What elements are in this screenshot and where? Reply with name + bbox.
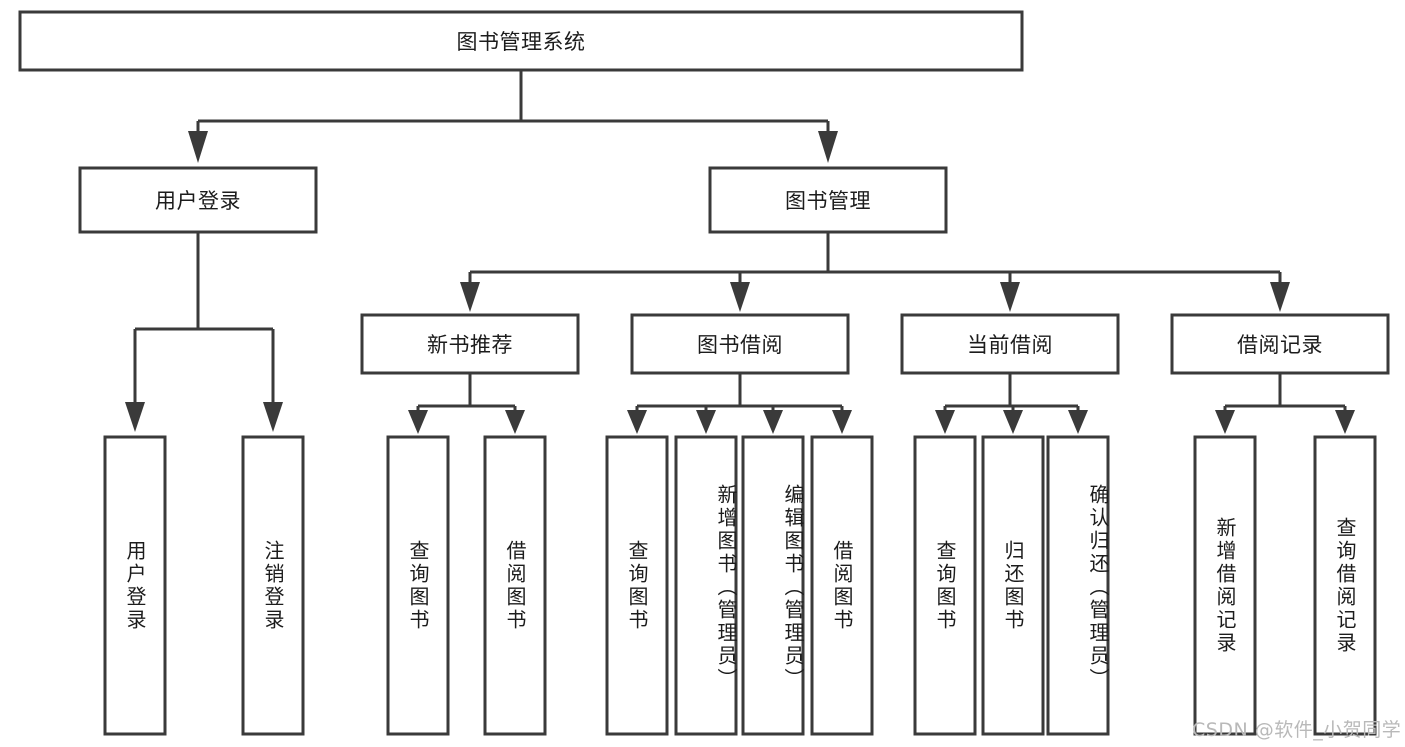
node-box-leaf-add-borrow-record[interactable] — [1193, 435, 1257, 736]
node-box-current-borrow[interactable] — [900, 313, 1120, 375]
node-box-leaf-logout[interactable] — [241, 435, 305, 736]
arrow-head-book-borrow — [730, 282, 750, 312]
arrow-head-book-management — [818, 131, 838, 163]
node-box-book-borrow[interactable] — [630, 313, 850, 375]
arrow-head-new-book-recommend — [460, 282, 480, 312]
arrow-head-leaf-confirm-return — [1068, 410, 1088, 434]
node-box-leaf-return-book[interactable] — [981, 435, 1045, 736]
connector-group-user-login-to-leaves — [125, 232, 283, 432]
csdn-watermark: CSDN @软件_小贺同学 — [1192, 719, 1402, 741]
node-box-leaf-borrow-book[interactable] — [810, 435, 874, 736]
arrow-head-leaf-query-book-borrow — [627, 410, 647, 434]
connector-group-book-management-to-level3 — [460, 232, 1290, 312]
arrow-head-leaf-borrow-book — [832, 410, 852, 434]
connector-group-new-book-recommend-to-leaves — [408, 373, 525, 434]
arrow-head-user-login — [188, 131, 208, 163]
node-box-leaf-borrow-book-recommend[interactable] — [483, 435, 547, 736]
connector-group-book-borrow-to-leaves — [627, 373, 852, 434]
arrow-head-leaf-add-borrow-record — [1215, 410, 1235, 434]
arrow-head-leaf-add-book — [696, 410, 716, 434]
node-box-leaf-edit-book[interactable] — [741, 435, 805, 736]
node-box-leaf-add-book[interactable] — [674, 435, 738, 736]
connector-group-borrow-record-to-leaves — [1215, 373, 1355, 434]
arrow-head-current-borrow — [1000, 282, 1020, 312]
arrow-head-leaf-return-book — [1003, 410, 1023, 434]
arrow-head-leaf-logout — [263, 402, 283, 432]
node-box-leaf-query-book-current[interactable] — [913, 435, 977, 736]
node-box-leaf-query-book-borrow[interactable] — [605, 435, 669, 736]
node-box-leaf-query-borrow-record[interactable] — [1313, 435, 1377, 736]
node-box-user-login[interactable] — [78, 166, 318, 234]
arrow-head-borrow-record — [1270, 282, 1290, 312]
node-box-borrow-record[interactable] — [1170, 313, 1390, 375]
arrow-head-leaf-query-borrow-record — [1335, 410, 1355, 434]
node-box-leaf-confirm-return[interactable] — [1046, 435, 1110, 736]
arrow-head-leaf-borrow-book-recommend — [505, 410, 525, 434]
node-box-new-book-recommend[interactable] — [360, 313, 580, 375]
node-box-book-management[interactable] — [708, 166, 948, 234]
arrow-head-leaf-user-login — [125, 402, 145, 432]
arrow-head-leaf-query-book-recommend — [408, 410, 428, 434]
node-box-root[interactable] — [18, 10, 1024, 72]
arrow-head-leaf-query-book-current — [935, 410, 955, 434]
node-box-leaf-user-login[interactable] — [103, 435, 167, 736]
node-box-leaf-query-book-recommend[interactable] — [386, 435, 450, 736]
connector-group-root-to-level2 — [188, 70, 838, 163]
arrow-head-leaf-edit-book — [763, 410, 783, 434]
connector-group-current-borrow-to-leaves — [935, 373, 1088, 434]
